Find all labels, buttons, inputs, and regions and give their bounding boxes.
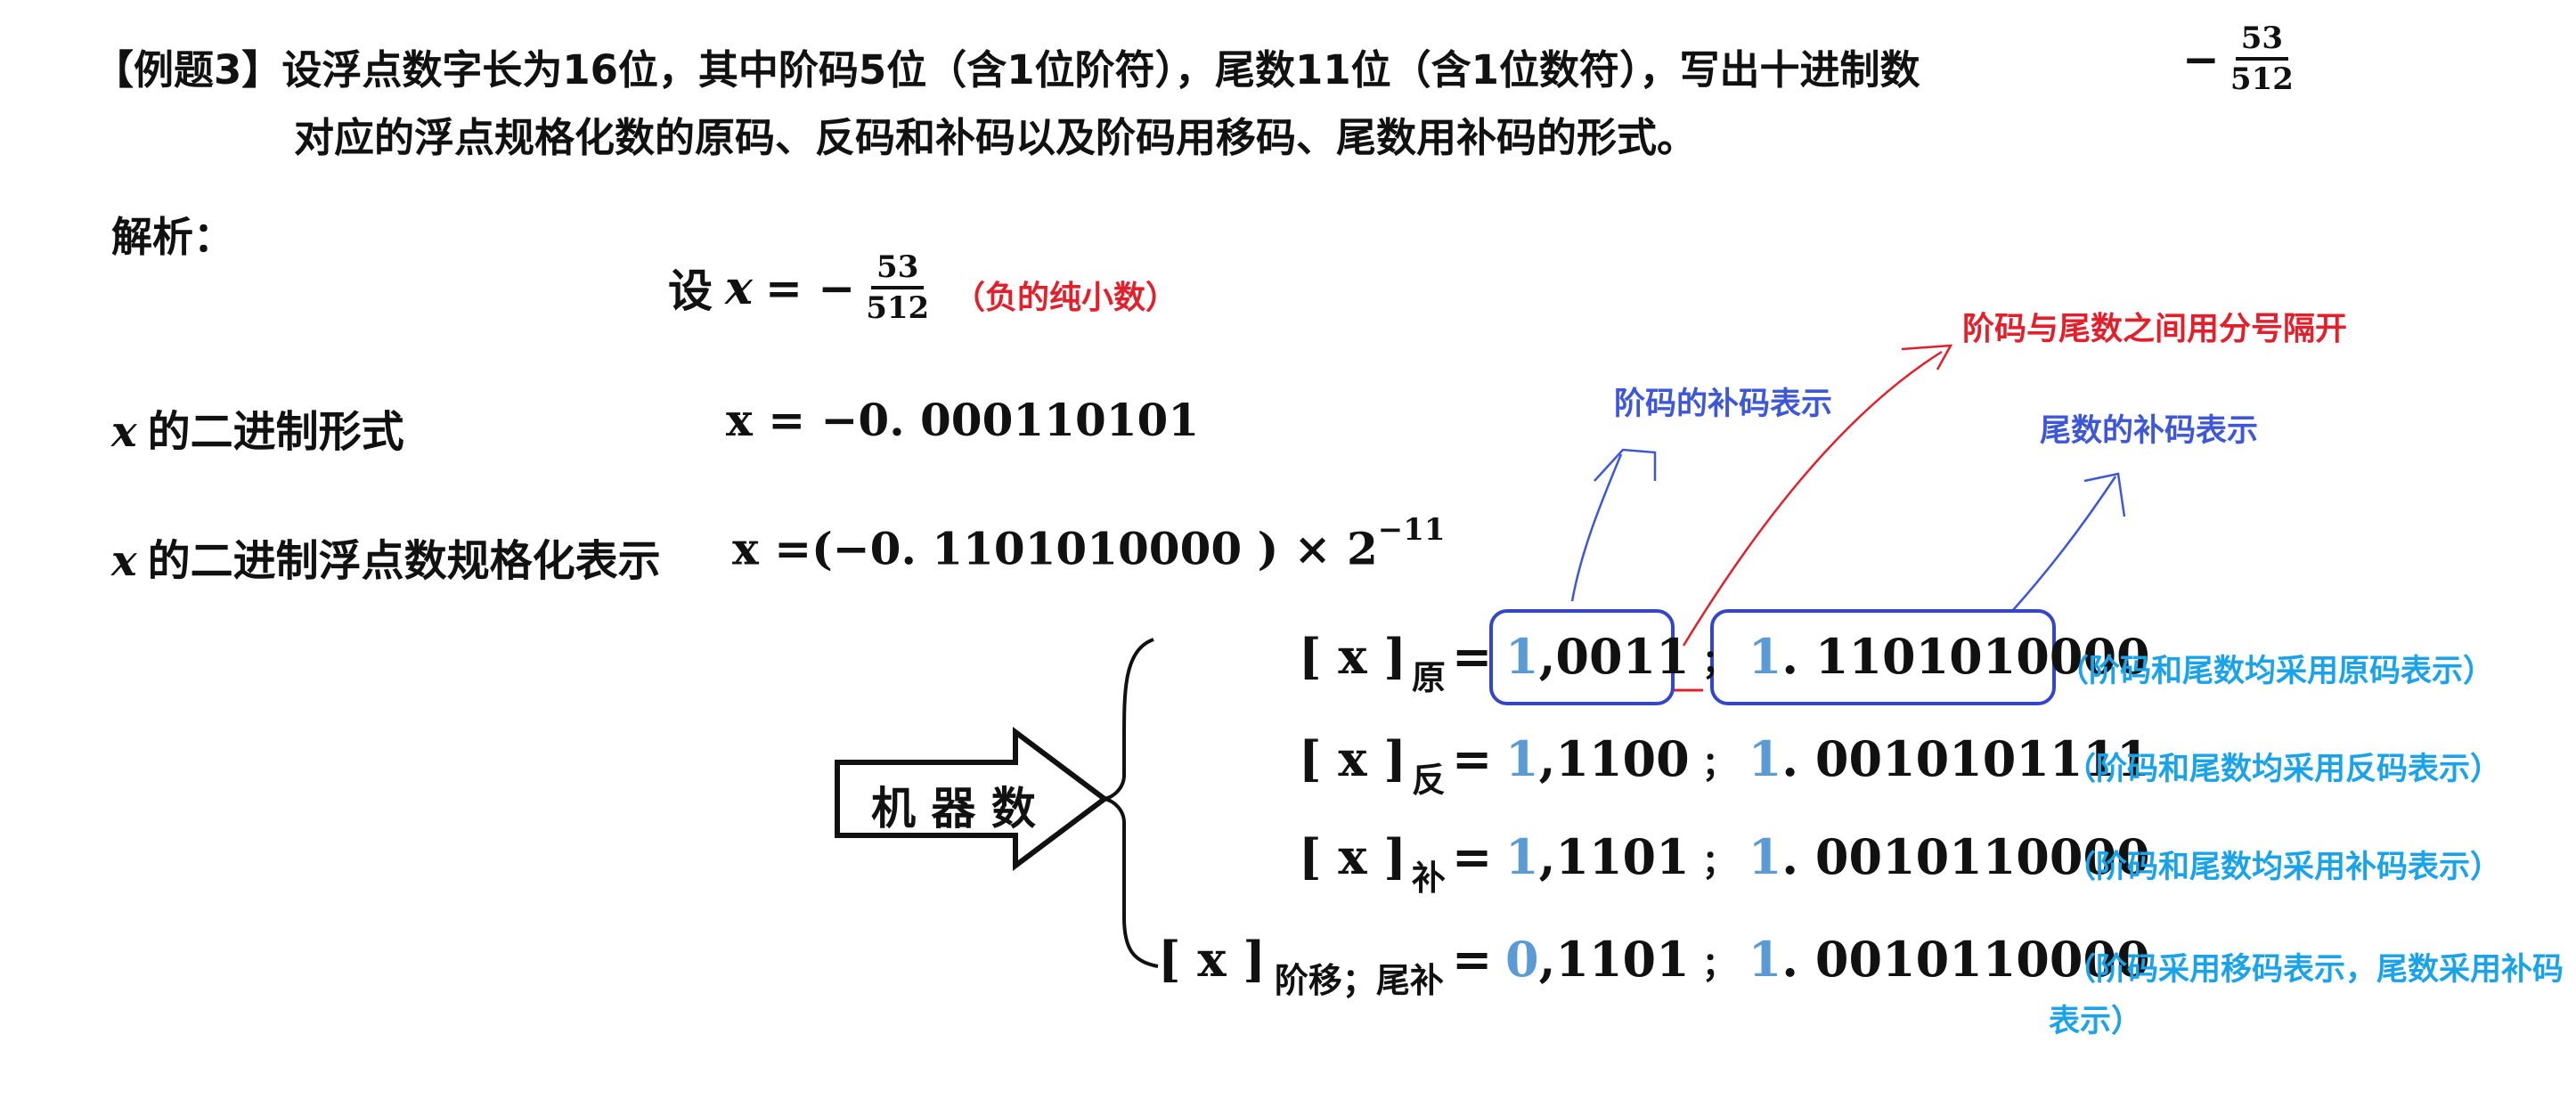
- exp-box: [1489, 609, 1675, 705]
- row-biased-note: （阶码采用移码表示，尾数采用补码: [2065, 952, 2564, 988]
- row-ones-bracket: [ x ]: [1299, 730, 1406, 787]
- row-twos-eq: =: [1452, 828, 1493, 885]
- row-biased-man: . 0010110000: [1781, 931, 2150, 988]
- let-note: （负的纯小数）: [953, 280, 1178, 316]
- row-ones-man: . 0010101111: [1781, 730, 2150, 787]
- row-original-man-sign: 1: [1748, 628, 1782, 685]
- row-original-lhs: [ x ]原: [1299, 628, 1446, 697]
- row-original-value: 1,0011；1. 1101010000: [1505, 628, 2150, 685]
- row-twos-bracket: [ x ]: [1299, 828, 1406, 885]
- row-original-sub: 原: [1411, 658, 1446, 697]
- man-arrow-head: [2083, 472, 2126, 517]
- row-biased-lhs: [ x ]阶移；尾补: [1158, 931, 1444, 1000]
- row-ones-sep: ；: [1701, 744, 1736, 784]
- row-original-eq: =: [1452, 628, 1493, 685]
- let-frac-den: 512: [866, 290, 930, 326]
- binary-label-text: 的二进制形式: [147, 407, 404, 457]
- question-fraction: − 53 512: [2182, 23, 2299, 94]
- row-twos-man-sign: 1: [1748, 828, 1782, 885]
- row-original-exp: ,0011: [1538, 628, 1690, 685]
- row-biased-exp: ,1101: [1538, 931, 1690, 988]
- normalized-exponent: −11: [1377, 512, 1446, 548]
- annotation-exp-complement: 阶码的补码表示: [1614, 387, 1833, 422]
- row-original-bracket: [ x ]: [1299, 628, 1406, 685]
- row-biased-eq: =: [1452, 931, 1493, 988]
- question-tag: 【例题3】: [94, 46, 282, 94]
- question-frac: 53 512: [2225, 23, 2299, 94]
- annotation-separator: 阶码与尾数之间用分号隔开: [1962, 311, 2348, 347]
- let-eq: = −: [765, 261, 856, 314]
- row-biased-man-sign: 1: [1748, 931, 1782, 988]
- row-twos-sep: ；: [1701, 842, 1736, 882]
- row-twos-man: . 0010110000: [1781, 828, 2150, 885]
- row-original-note: （阶码和尾数均采用原码表示）: [2058, 654, 2495, 689]
- row-original-sep: ；: [1701, 641, 1736, 681]
- let-expression: 设 x = − 53 512: [668, 252, 934, 323]
- row-ones-value: 1,1100；1. 0010101111: [1505, 730, 2150, 787]
- binary-label-x: x: [111, 407, 137, 457]
- sep-arrow-head: [1901, 344, 1953, 370]
- question-text-1: 设浮点数字长为16位，其中阶码5位（含1位阶符），尾数11位（含1位数符），写出…: [281, 46, 1920, 94]
- row-twos-value: 1,1101；1. 0010110000: [1505, 828, 2150, 885]
- row-original-exp-sign: 1: [1505, 628, 1539, 685]
- row-ones-lhs: [ x ]反: [1299, 730, 1446, 800]
- machine-arrow: [835, 727, 1109, 871]
- man-arrow-line: [2012, 476, 2117, 611]
- row-twos-exp: ,1101: [1538, 828, 1690, 885]
- machine-arrow-label: 机 器 数: [871, 783, 1036, 834]
- question-frac-den: 512: [2230, 61, 2294, 97]
- let-x: x: [725, 260, 754, 315]
- question-line-1: 【例题3】设浮点数字长为16位，其中阶码5位（含1位阶符），尾数11位（含1位数…: [94, 37, 1920, 95]
- question-frac-num: 53: [2235, 23, 2289, 61]
- row-twos-note: （阶码和尾数均采用补码表示）: [2065, 850, 2502, 885]
- normalized-label-x: x: [111, 536, 137, 586]
- row-ones-eq: =: [1452, 730, 1493, 787]
- normalized-expr: x =(−0. 1101010000 ) × 2−11: [732, 512, 1446, 575]
- sep-arrow-line: [1682, 350, 1943, 647]
- exp-arrow-line: [1570, 453, 1623, 602]
- row-ones-exp-sign: 1: [1505, 730, 1539, 787]
- question-line-2: 对应的浮点规格化数的原码、反码和补码以及阶码用移码、尾数用补码的形式。: [294, 114, 1698, 161]
- exp-arrow-head: [1594, 448, 1657, 482]
- row-biased-sub: 阶移；尾补: [1274, 961, 1444, 1000]
- let-frac-num: 53: [871, 252, 925, 289]
- row-twos-exp-sign: 1: [1505, 828, 1539, 885]
- row-biased-exp-sign: 0: [1505, 931, 1539, 988]
- normalized-label-text: 的二进制浮点数规格化表示: [147, 536, 661, 586]
- row-ones-exp: ,1100: [1538, 730, 1690, 787]
- normalized-expr-main: x =(−0. 1101010000 ) × 2: [732, 522, 1378, 575]
- analysis-heading: 解析：: [111, 213, 234, 261]
- row-ones-note: （阶码和尾数均采用反码表示）: [2065, 752, 2502, 787]
- question-minus: −: [2182, 32, 2220, 85]
- let-prefix: 设: [668, 265, 713, 317]
- curly-brace: [1104, 638, 1159, 968]
- let-frac: 53 512: [860, 252, 934, 323]
- binary-expr: x = −0. 000110101: [726, 394, 1200, 446]
- man-box: [1710, 609, 2056, 705]
- row-original-man: . 1101010000: [1781, 628, 2150, 685]
- row-biased-sep: ；: [1701, 944, 1736, 984]
- row-ones-man-sign: 1: [1748, 730, 1782, 787]
- row-biased-note-2: 表示）: [2049, 1004, 2143, 1039]
- row-biased-bracket: [ x ]: [1158, 931, 1266, 988]
- annotation-man-complement: 尾数的补码表示: [2040, 413, 2259, 449]
- row-twos-sub: 补: [1411, 859, 1446, 898]
- row-twos-lhs: [ x ]补: [1299, 828, 1446, 898]
- row-ones-sub: 反: [1411, 761, 1446, 800]
- row-biased-value: 0,1101 ； 1. 0010110000: [1505, 931, 2150, 988]
